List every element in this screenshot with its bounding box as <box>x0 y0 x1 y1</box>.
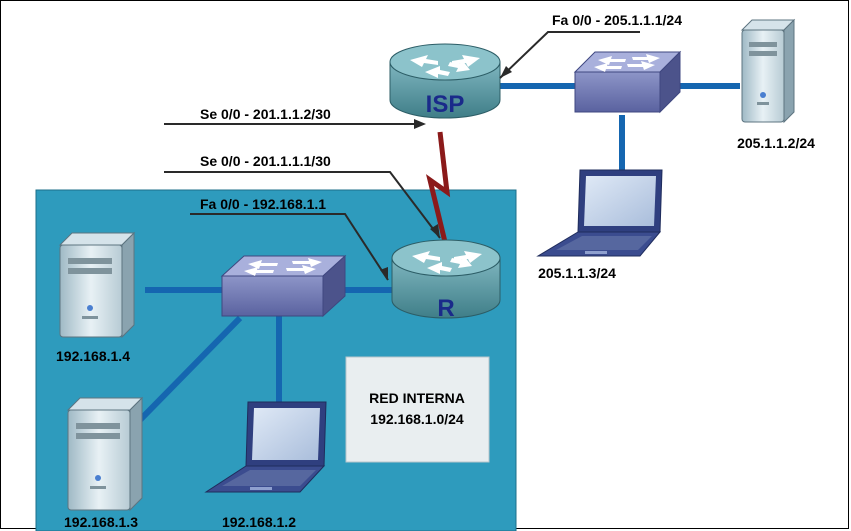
laptop-192-168-1-2 <box>204 401 327 493</box>
label-r-fa: Fa 0/0 - 192.168.1.1 <box>200 196 326 212</box>
label-isp-se: Se 0/0 - 201.1.1.2/30 <box>200 106 331 122</box>
router-isp-label: ISP <box>426 91 465 118</box>
internal-network-title: RED INTERNA <box>369 390 465 406</box>
label-laptop-12: 192.168.1.2 <box>222 514 296 530</box>
label-r-se: Se 0/0 - 201.1.1.1/30 <box>200 153 331 169</box>
switch-arrows-icon <box>594 54 660 72</box>
pointer-arrowheads <box>380 66 512 280</box>
router-arrows-icon <box>412 251 482 274</box>
label-server-13: 192.168.1.3 <box>64 514 138 530</box>
link-switch-server13 <box>137 315 243 423</box>
label-server-top: 205.1.1.2/24 <box>737 135 815 151</box>
internal-network-label-box: RED INTERNA 192.168.1.0/24 <box>345 356 490 463</box>
router-arrows-icon <box>410 55 480 78</box>
switch-top <box>573 50 682 114</box>
server-192-168-1-4 <box>58 231 136 339</box>
label-isp-fa: Fa 0/0 - 205.1.1.1/24 <box>552 12 682 28</box>
pointer-r-fa <box>190 213 389 281</box>
server-205-1-1-2 <box>740 18 796 124</box>
switch-arrows-icon <box>244 258 322 276</box>
router-isp: ISP <box>389 43 501 119</box>
pointer-r-se <box>164 171 441 239</box>
laptop-205-1-1-3 <box>536 169 663 257</box>
internal-network-subnet: 192.168.1.0/24 <box>370 411 464 427</box>
server-192-168-1-3 <box>66 396 144 512</box>
serial-link <box>426 131 451 243</box>
router-r-label: R <box>437 295 454 322</box>
links <box>137 83 740 423</box>
pointer-isp-fa <box>499 31 640 79</box>
pointer-lines <box>164 31 640 281</box>
label-laptop-top: 205.1.1.3/24 <box>538 265 616 281</box>
switch-internal <box>220 254 347 318</box>
label-server-14: 192.168.1.4 <box>56 348 130 364</box>
router-r: R <box>391 239 501 322</box>
